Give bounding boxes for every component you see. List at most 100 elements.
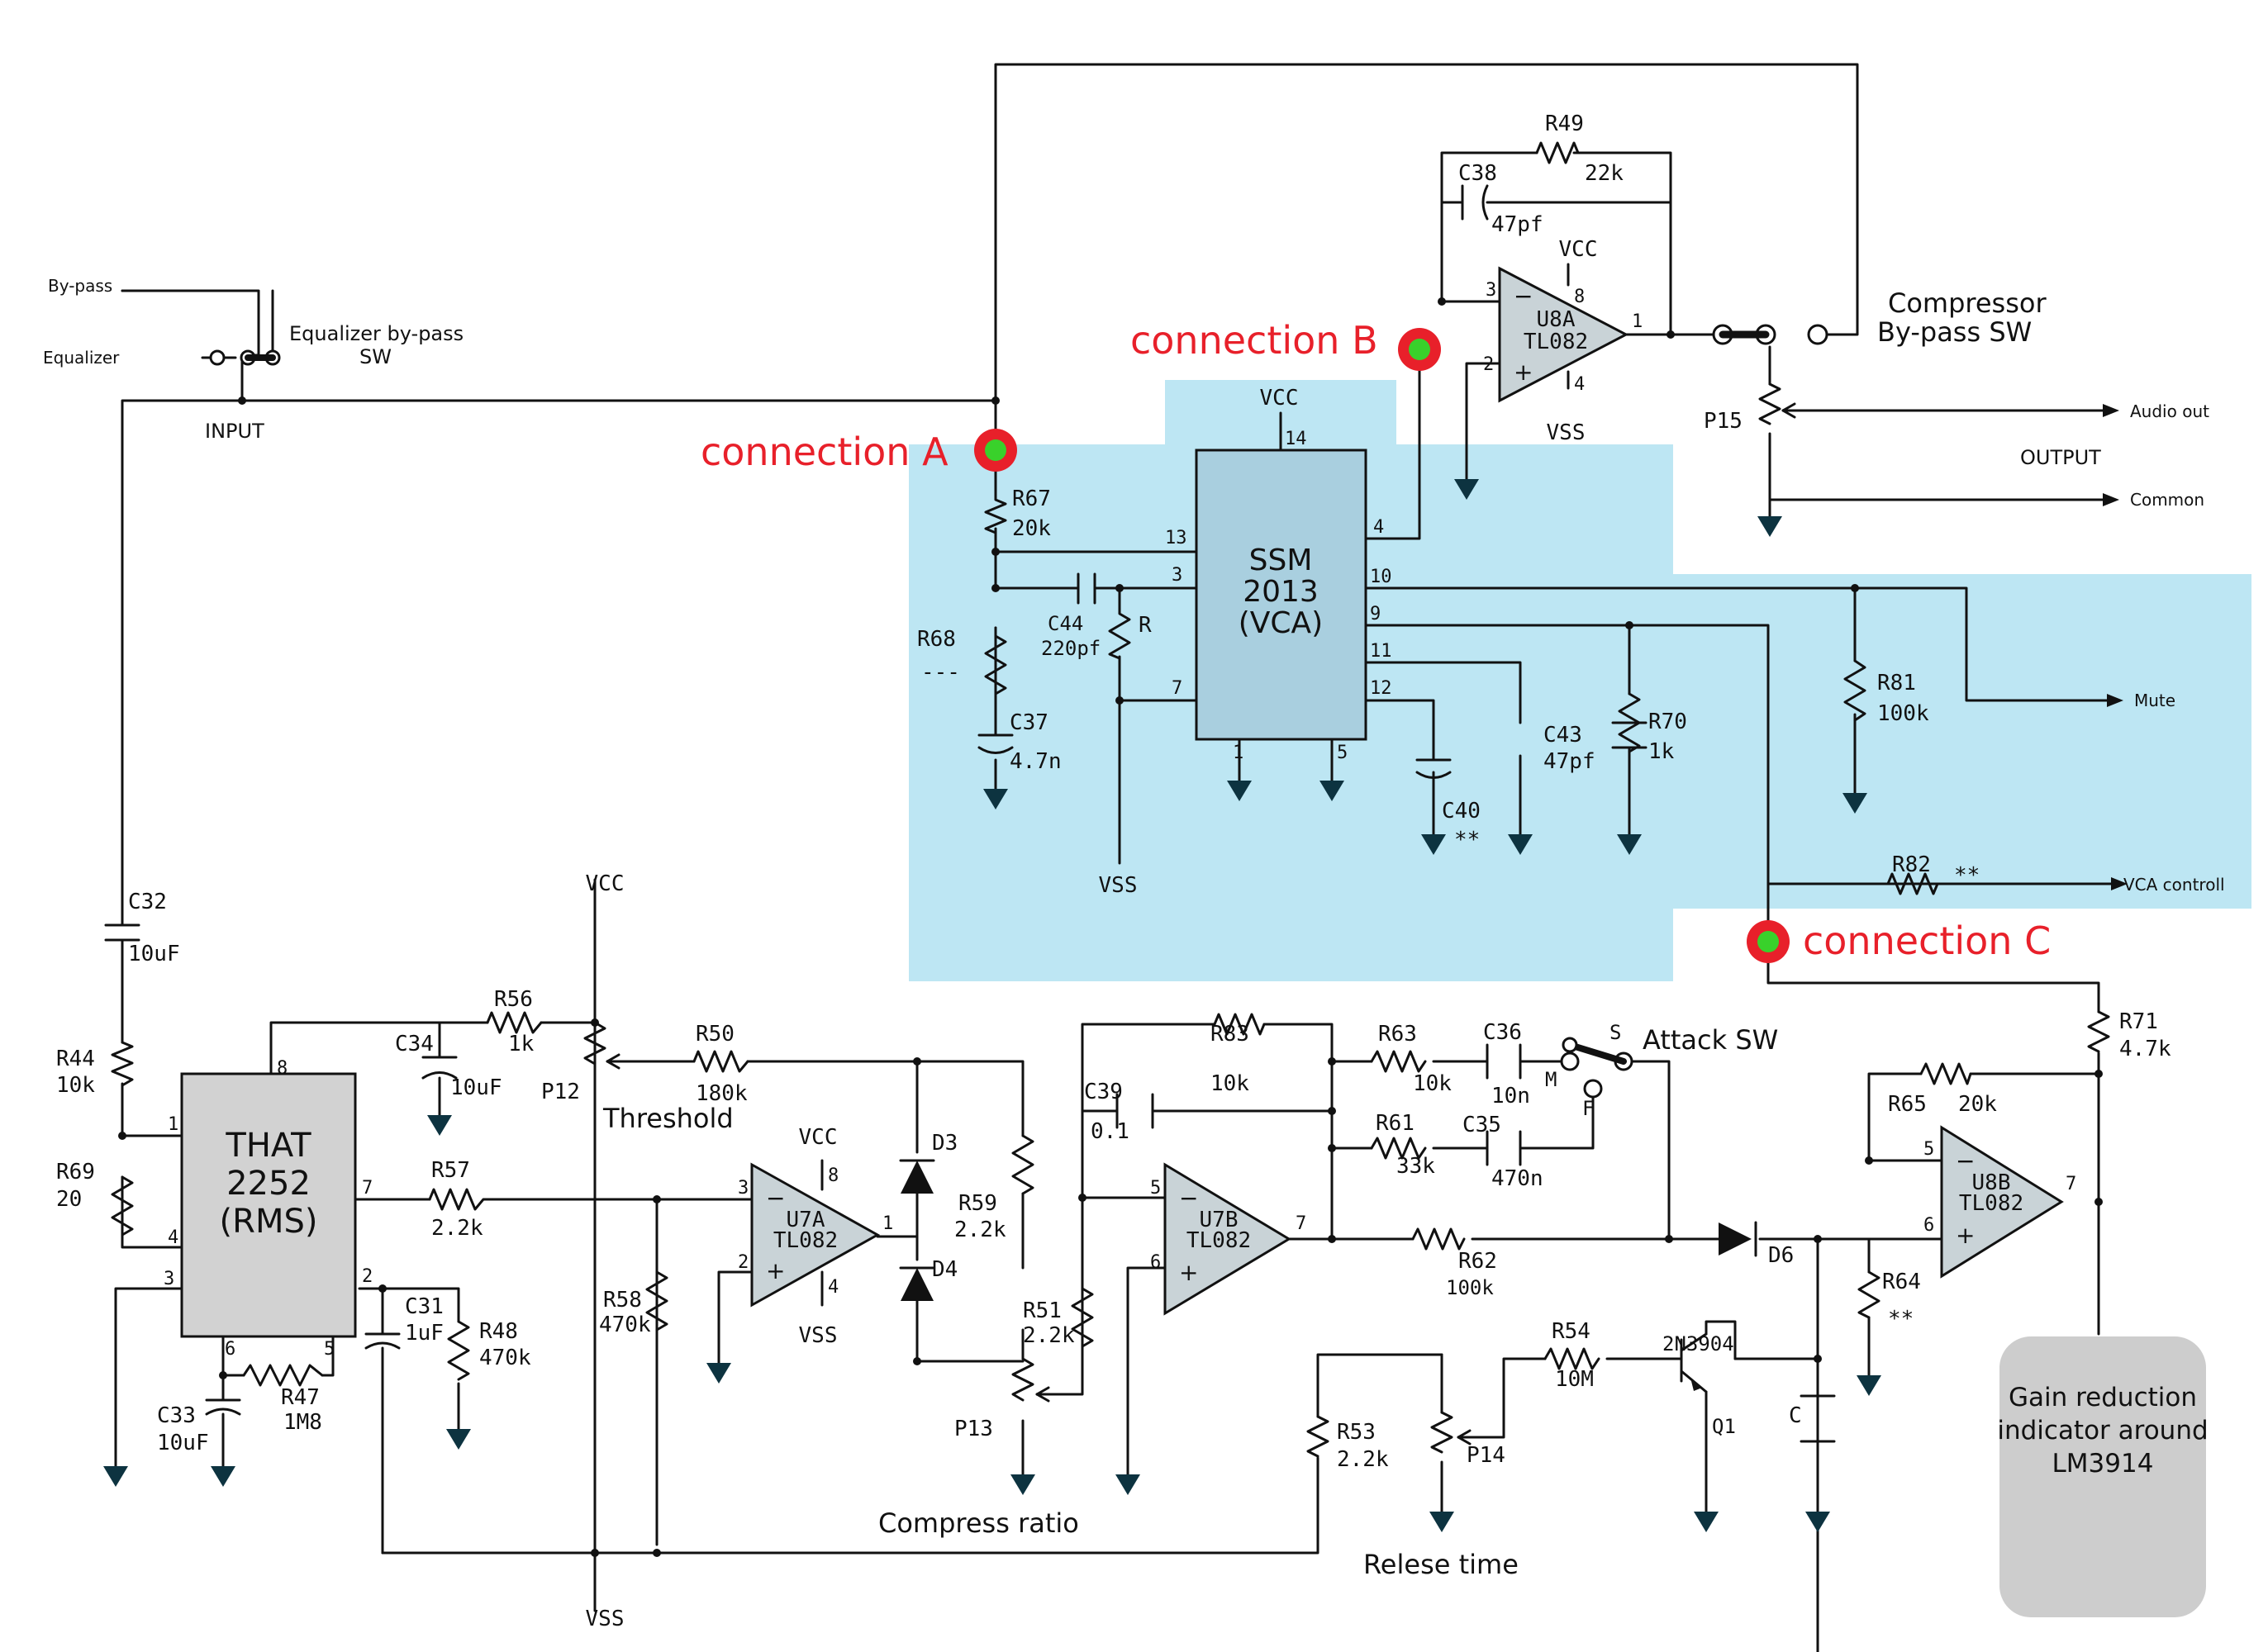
pins-p5-label: 5 (1923, 1139, 1934, 1160)
svg-text:+: + (1956, 1222, 1975, 1249)
c33 (205, 1398, 241, 1468)
r69 (111, 1175, 134, 1241)
parts-c-label: C (1789, 1403, 1802, 1428)
c39 (1115, 1093, 1154, 1129)
that-line1: THAT (225, 1127, 311, 1165)
r56 (486, 1011, 543, 1034)
compress-ratio-label: Compress ratio (878, 1507, 1079, 1539)
parts-r48v-label: 470k (479, 1346, 531, 1370)
r57 (428, 1188, 493, 1211)
parts-c33-label: C33 (157, 1403, 196, 1428)
parts-d4-label: D4 (932, 1257, 958, 1282)
vcc-u8a: VCC (1559, 237, 1598, 262)
r71 (2087, 1010, 2110, 1053)
ssm2013-vca: SSM 2013 (VCA) (1195, 449, 1367, 741)
audio-out-label: Audio out (2130, 401, 2209, 421)
parts-r59v-label: 2.2k (954, 1218, 1006, 1242)
r48 (447, 1320, 470, 1381)
mute-label: Mute (2134, 691, 2175, 710)
parts-r71v-label: 4.7k (2119, 1037, 2171, 1061)
opamps-type-label: TL082 (773, 1228, 838, 1253)
pins-p1-label: 1 (1233, 743, 1243, 763)
eq-sw-label-1: Equalizer by-pass (289, 322, 464, 345)
r61 (1370, 1137, 1427, 1160)
vcc-u7a: VCC (799, 1125, 838, 1150)
r83 (1213, 1013, 1266, 1036)
connection-a-marker[interactable] (974, 429, 1017, 472)
parts-r50v-label: 180k (696, 1081, 748, 1106)
svg-text:−: − (766, 1184, 785, 1212)
parts-r53v-label: 2.2k (1337, 1447, 1389, 1472)
parts-c32v-label: 10uF (128, 942, 180, 966)
r-r (1108, 608, 1131, 660)
pins-p4-label: 4 (1373, 517, 1384, 538)
opamp-u8b: − + U8B TL082 (1940, 1125, 2064, 1279)
parts-r69v-label: 20 (56, 1187, 82, 1212)
vca-control-label: VCA controll (2123, 875, 2225, 895)
eq-sw-label-2: SW (359, 345, 392, 368)
parts-r54-label: R54 (1552, 1319, 1590, 1344)
input-label: INPUT (205, 420, 264, 443)
pins-p10-label: 10 (1370, 567, 1392, 587)
parts-r59-label: R59 (958, 1191, 997, 1216)
parts-r48-label: R48 (479, 1319, 518, 1344)
parts-r61-label: R61 (1376, 1111, 1415, 1136)
opamps-u8b-label: U8B (1972, 1170, 2011, 1195)
r51 (1071, 1287, 1094, 1348)
parts-r49-label: R49 (1545, 112, 1584, 136)
parts-r64-label: R64 (1882, 1270, 1921, 1294)
r49 (1535, 141, 1580, 164)
parts-r58v-label: 470k (599, 1313, 651, 1337)
parts-c34-label: C34 (395, 1032, 434, 1056)
parts-c40-label: C40 (1442, 799, 1481, 824)
opamps-u7b-label: U7B (1200, 1208, 1239, 1232)
parts-r47v-label: 1M8 (283, 1410, 322, 1435)
parts-p12-label: P12 (541, 1080, 580, 1104)
p15 (1758, 382, 1781, 425)
parts-r49v-label: 22k (1585, 161, 1624, 186)
svg-text:−: − (1956, 1147, 1975, 1175)
pins-p12-label: 12 (1370, 678, 1392, 699)
vss-u7a: VSS (799, 1323, 838, 1348)
gain-line1: Gain reduction (2009, 1383, 2197, 1412)
attack-sw-label: Attack SW (1643, 1024, 1778, 1056)
bypass-label: By-pass (48, 276, 112, 296)
parts-r61v-label: 33k (1396, 1154, 1435, 1179)
threshold-label: Threshold (602, 1103, 734, 1134)
parts-c31v-label: 1uF (405, 1321, 444, 1346)
pins-p7-label: 7 (362, 1178, 373, 1199)
vss-u8a: VSS (1547, 420, 1586, 445)
parts-r51v-label: 2.2k (1023, 1323, 1075, 1348)
connection-b-marker[interactable] (1398, 328, 1441, 371)
parts-r54v-label: 10M (1555, 1367, 1594, 1392)
pins-p9-label: 9 (1370, 604, 1381, 624)
wires (114, 63, 2113, 1652)
resistors (111, 141, 2113, 1458)
c32 (104, 923, 140, 942)
opamps-u7a-label: U7A (787, 1208, 825, 1232)
parts-c31-label: C31 (405, 1294, 444, 1319)
parts-q1v-label: 2N3904 (1662, 1332, 1734, 1355)
parts-r82-label: R82 (1892, 852, 1931, 877)
parts-c43-label: C43 (1543, 723, 1582, 748)
pins-p5-label: 5 (1337, 743, 1348, 763)
pins-p4-label: 4 (168, 1227, 178, 1248)
vcc-p12: VCC (586, 871, 625, 896)
that-line2: 2252 (226, 1165, 311, 1203)
parts-r58-label: R58 (603, 1288, 642, 1313)
r47 (242, 1364, 324, 1387)
p13 (1011, 1357, 1034, 1402)
opamps-type-label: TL082 (1959, 1191, 2023, 1216)
pins-p1-label: 1 (168, 1114, 178, 1135)
r65 (1919, 1062, 1972, 1085)
d6 (1719, 1222, 1752, 1256)
parts-r53-label: R53 (1337, 1420, 1376, 1445)
parts-r82v-label: ** (1954, 863, 1980, 888)
d4 (901, 1268, 934, 1301)
parts-c37v-label: 4.7n (1010, 749, 1062, 774)
p14 (1430, 1411, 1453, 1454)
connection-c-marker[interactable] (1747, 920, 1790, 963)
parts-r65v-label: 20k (1958, 1092, 1997, 1117)
parts-p13-label: P13 (954, 1417, 993, 1441)
parts-r70v-label: 1k (1648, 739, 1675, 764)
